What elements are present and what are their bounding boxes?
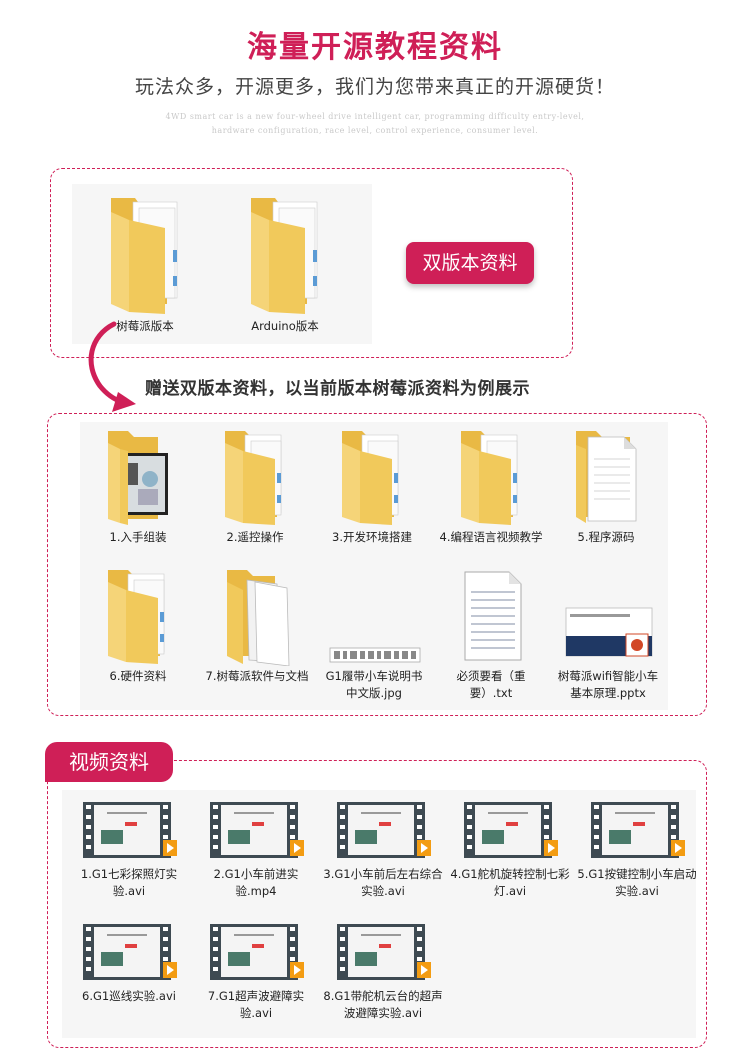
file-label: G1履带小车说明书 中文版.jpg bbox=[325, 669, 423, 700]
file-label: 7.树莓派软件与文档 bbox=[205, 669, 309, 683]
page-title: 海量开源教程资料 bbox=[247, 30, 503, 65]
folder-source-code[interactable]: 5.程序源码 bbox=[556, 423, 656, 546]
versions-box bbox=[50, 168, 573, 358]
video-file-icon bbox=[83, 802, 177, 858]
folder-label: 树莓派版本 bbox=[116, 319, 174, 333]
video-file-icon bbox=[83, 924, 177, 980]
video-file[interactable]: 2.G1小车前进实验.mp4 bbox=[196, 800, 316, 900]
videos-box bbox=[47, 760, 707, 1048]
video-label: 6.G1巡线实验.avi bbox=[82, 989, 176, 1003]
video-file[interactable]: 5.G1按键控制小车启动实验.avi bbox=[577, 800, 697, 900]
file-label: 必须要看（重要）.txt bbox=[456, 669, 526, 700]
folder-photo-icon bbox=[108, 431, 168, 525]
video-file[interactable]: 1.G1七彩探照灯实验.avi bbox=[69, 800, 189, 900]
video-file[interactable]: 8.G1带舵机云台的超声波避障实验.avi bbox=[323, 922, 443, 1022]
video-file-icon bbox=[464, 802, 558, 858]
file-label: 4.编程语言视频教学 bbox=[439, 530, 543, 544]
file-label: 2.遥控操作 bbox=[226, 530, 284, 544]
file-label: 5.程序源码 bbox=[577, 530, 635, 544]
video-file-icon bbox=[337, 802, 431, 858]
file-must-read-txt[interactable]: 必须要看（重要）.txt bbox=[439, 562, 543, 702]
folder-arduino-version[interactable]: Arduino版本 bbox=[240, 186, 330, 335]
english-description: 4WD smart car is a new four-wheel drive … bbox=[150, 110, 600, 138]
video-label: 3.G1小车前后左右综合实验.avi bbox=[323, 867, 443, 898]
folder-hardware[interactable]: 6.硬件资料 bbox=[88, 562, 188, 685]
folder-icon bbox=[111, 198, 178, 314]
page-subtitle: 玩法众多，开源更多，我们为您带来真正的开源硬货！ bbox=[134, 76, 615, 98]
file-label: 6.硬件资料 bbox=[109, 669, 167, 683]
video-file[interactable]: 7.G1超声波避障实验.avi bbox=[196, 922, 316, 1022]
folder-raspberry-pi-version[interactable]: 树莓派版本 bbox=[100, 186, 190, 335]
gift-description: 赠送双版本资料，以当前版本树莓派资料为例展示 bbox=[145, 379, 530, 399]
file-label: 树莓派wifi智能小车基本原理.pptx bbox=[557, 669, 659, 700]
folder-dev-env[interactable]: 3.开发环境搭建 bbox=[322, 423, 422, 546]
video-file[interactable]: 3.G1小车前后左右综合实验.avi bbox=[323, 800, 443, 900]
video-label: 4.G1舵机旋转控制七彩灯.avi bbox=[450, 867, 570, 898]
files-box bbox=[47, 413, 707, 716]
folder-software-docs[interactable]: 7.树莓派软件与文档 bbox=[205, 562, 309, 685]
video-label: 5.G1按键控制小车启动实验.avi bbox=[577, 867, 697, 898]
file-principle-pptx[interactable]: 树莓派wifi智能小车基本原理.pptx bbox=[556, 562, 660, 702]
folder-icon bbox=[461, 431, 518, 525]
video-file-icon bbox=[337, 924, 431, 980]
video-file-icon bbox=[210, 924, 304, 980]
folder-assembly[interactable]: 1.入手组装 bbox=[88, 423, 188, 546]
curved-arrow-icon bbox=[88, 321, 136, 412]
videos-tab: 视频资料 bbox=[45, 742, 173, 782]
pptx-file-icon bbox=[565, 607, 653, 657]
folder-icon bbox=[225, 431, 282, 525]
file-label: 3.开发环境搭建 bbox=[332, 530, 412, 544]
file-manual-jpg[interactable]: G1履带小车说明书 中文版.jpg bbox=[322, 562, 426, 702]
folder-doc-icon bbox=[576, 431, 637, 523]
video-file-icon bbox=[591, 802, 685, 858]
video-label: 2.G1小车前进实验.mp4 bbox=[213, 867, 299, 898]
file-label: 1.入手组装 bbox=[109, 530, 167, 544]
video-file[interactable]: 4.G1舵机旋转控制七彩灯.avi bbox=[450, 800, 570, 900]
folder-remote-control[interactable]: 2.遥控操作 bbox=[205, 423, 305, 546]
video-label: 1.G1七彩探照灯实验.avi bbox=[80, 867, 178, 898]
video-label: 7.G1超声波避障实验.avi bbox=[207, 989, 305, 1020]
english-description-line-1: 4WD smart car is a new four-wheel drive … bbox=[165, 112, 585, 121]
folder-icon bbox=[342, 431, 399, 525]
folder-icon bbox=[251, 198, 318, 314]
folder-programming-videos[interactable]: 4.编程语言视频教学 bbox=[439, 423, 543, 546]
image-file-icon bbox=[329, 647, 421, 663]
folder-icon bbox=[108, 570, 165, 664]
folder-doc-icon bbox=[227, 570, 290, 666]
english-description-line-2: hardware configuration, race level, cont… bbox=[211, 126, 539, 135]
text-file-icon bbox=[464, 571, 522, 661]
folder-label: Arduino版本 bbox=[251, 319, 319, 333]
video-file-icon bbox=[210, 802, 304, 858]
video-file[interactable]: 6.G1巡线实验.avi bbox=[69, 922, 189, 1005]
dual-version-badge: 双版本资料 bbox=[406, 242, 534, 284]
video-label: 8.G1带舵机云台的超声波避障实验.avi bbox=[323, 989, 443, 1020]
